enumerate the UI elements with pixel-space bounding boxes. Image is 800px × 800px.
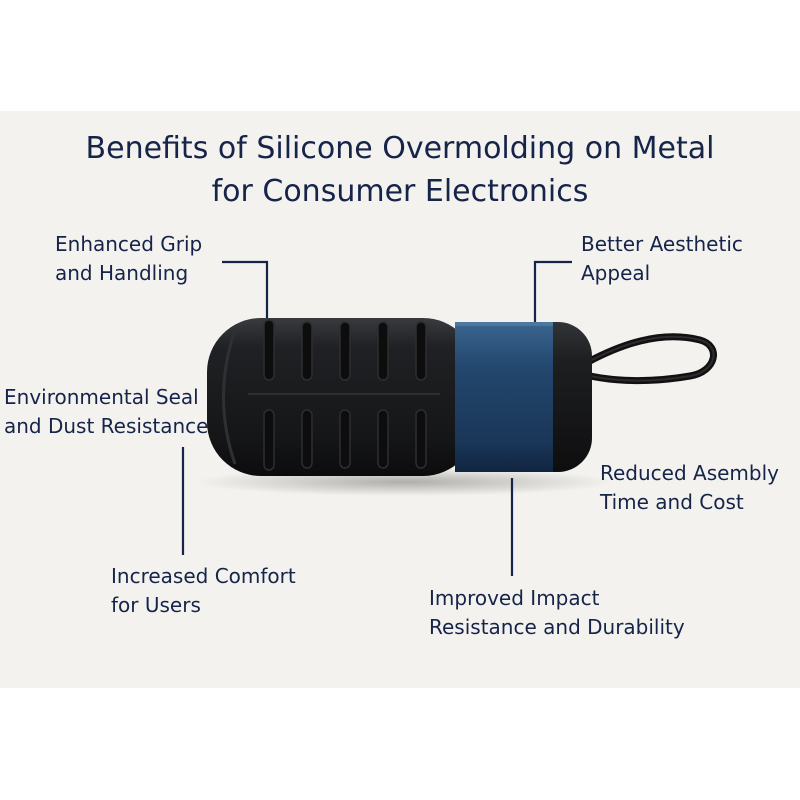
callout-seal-line-2: and Dust Resistance <box>4 414 209 438</box>
callout-lines <box>181 260 572 576</box>
grip-ridges <box>263 319 427 471</box>
callout-assembly-line-1: Reduced Asembly <box>600 461 780 485</box>
title-line-2: for Consumer Electronics <box>211 174 589 209</box>
callout-comfort-line-2: for Users <box>111 593 201 617</box>
body-end-contour <box>222 329 237 465</box>
callout-reduced-assembly: Reduced Asembly Time and Cost <box>600 459 779 517</box>
callout-assembly-line-2: Time and Cost <box>600 490 744 514</box>
callout-improved-impact: Improved Impact Resistance and Durabilit… <box>429 584 685 642</box>
metal-band-highlight <box>455 322 553 326</box>
callout-aesthetic-line-1: Better Aesthetic <box>581 232 743 256</box>
title-line-1: Benefits of Silicone Overmolding on Meta… <box>85 131 715 166</box>
grip-leader-line <box>222 260 269 318</box>
callout-comfort-line-1: Increased Comfort <box>111 564 296 588</box>
page-title: Benefits of Silicone Overmolding on Meta… <box>0 127 800 213</box>
metal-band <box>455 322 553 472</box>
callout-increased-comfort: Increased Comfort for Users <box>111 562 296 620</box>
callout-impact-line-1: Improved Impact <box>429 586 600 610</box>
callout-grip-line-2: and Handling <box>55 261 189 285</box>
callout-grip-line-1: Enhanced Grip <box>55 232 203 256</box>
lanyard-strap <box>584 333 717 384</box>
callout-seal-line-1: Environmental Seal <box>4 385 199 409</box>
callout-enhanced-grip: Enhanced Grip and Handling <box>55 230 202 288</box>
callout-impact-line-2: Resistance and Durability <box>429 615 685 639</box>
aesthetic-leader-line <box>533 260 572 322</box>
callout-environmental-seal: Environmental Seal and Dust Resistance <box>4 383 208 441</box>
callout-better-aesthetic: Better Aesthetic Appeal <box>581 230 743 288</box>
callout-aesthetic-line-2: Appeal <box>581 261 651 285</box>
